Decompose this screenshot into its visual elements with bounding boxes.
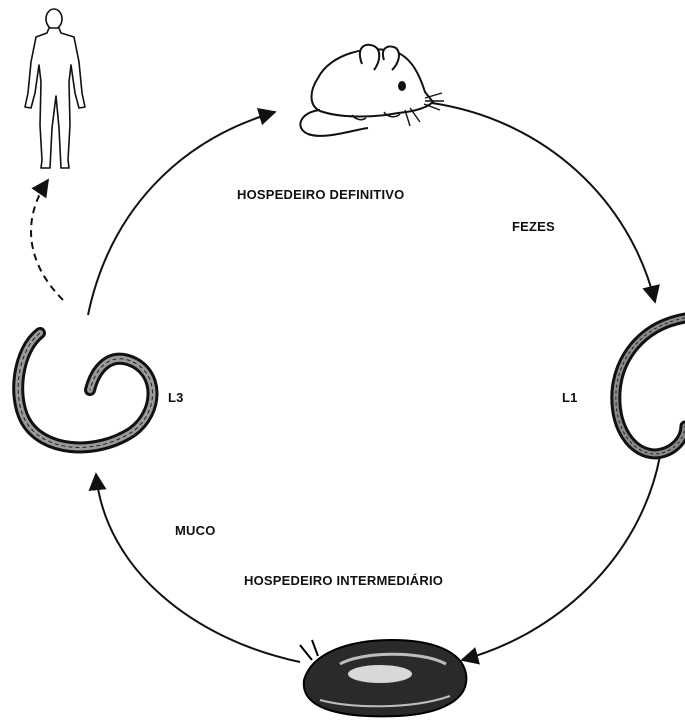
intermediate-host-label: HOSPEDEIRO INTERMEDIÁRIO — [244, 573, 443, 588]
mucus-label: MUCO — [175, 523, 216, 538]
definitive-host-label: HOSPEDEIRO DEFINITIVO — [237, 187, 404, 202]
rat-illustration — [300, 45, 444, 136]
slug-illustration — [300, 640, 466, 716]
human-silhouette — [25, 9, 85, 168]
l1-label: L1 — [562, 390, 578, 405]
arrow-l1-to-slug — [462, 456, 660, 660]
larva-l3 — [18, 333, 152, 447]
l3-label: L3 — [168, 390, 184, 405]
feces-label: FEZES — [512, 219, 555, 234]
arrow-l3-to-rat — [88, 112, 275, 315]
arrow-slug-to-l3 — [96, 474, 300, 662]
arrow-rat-to-l1 — [432, 103, 655, 302]
larva-l1 — [616, 318, 685, 454]
arrow-l3-to-human — [31, 180, 63, 300]
